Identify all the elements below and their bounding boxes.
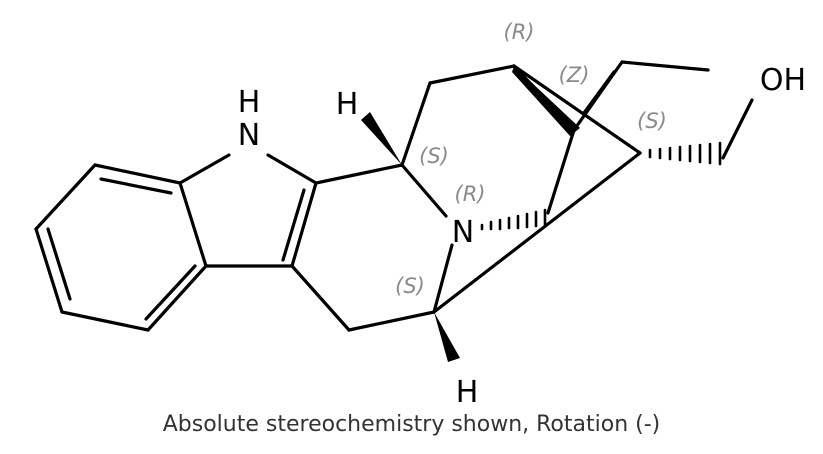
- top-hydrogen-label: H: [336, 87, 359, 122]
- stereo-label-upper-left: (S): [419, 144, 449, 168]
- hash-bond-n: [480, 208, 547, 231]
- hydroxyl-label: OH: [760, 63, 806, 98]
- cage-bonds: [290, 60, 754, 332]
- stereo-label-lower: (S): [395, 274, 425, 298]
- stereo-label-top: (R): [504, 20, 535, 44]
- nh-hydrogen-label: H: [238, 85, 261, 120]
- bridge-nitrogen-label: N: [452, 215, 474, 250]
- hash-bond-ch2oh: [648, 141, 722, 166]
- stereo-label-nitrogen: (R): [455, 182, 486, 206]
- pyrrole-ring: [178, 153, 318, 268]
- wedge-bond-bridge: [512, 66, 580, 136]
- nh-nitrogen-label: N: [238, 118, 260, 153]
- wedge-bond-top: [361, 112, 402, 165]
- stereo-label-right: (S): [637, 109, 667, 133]
- benzene-ring: [34, 163, 208, 332]
- stereo-label-alkene: (Z): [559, 63, 590, 87]
- bottom-hydrogen-label: H: [456, 375, 479, 410]
- wedge-bond-bottom: [434, 312, 460, 362]
- structure-caption: Absolute stereochemistry shown, Rotation…: [162, 412, 661, 437]
